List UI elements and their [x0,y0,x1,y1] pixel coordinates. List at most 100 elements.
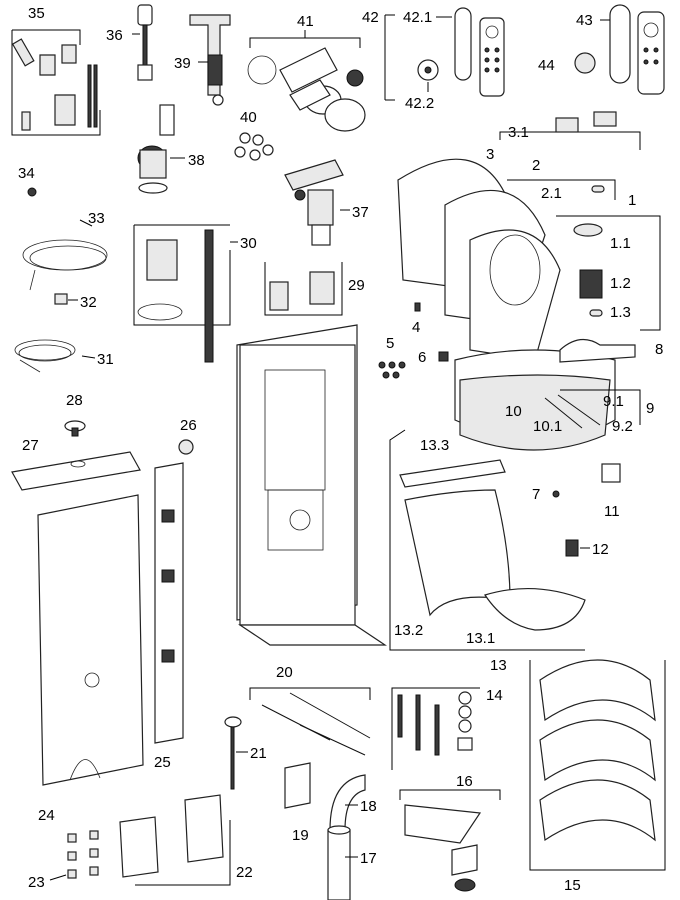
label-15: 15 [564,877,581,894]
label-8: 8 [655,341,663,358]
label-1: 1 [628,192,636,209]
label-13: 13 [490,657,507,674]
label-32: 32 [80,294,97,311]
part-41-connection-pipes [247,30,366,132]
label-31: 31 [97,351,114,368]
label-42-2: 42.2 [405,95,434,112]
part-1-1-cap [573,223,603,237]
part-38-flush-valve [137,104,175,194]
part-37-angle-valve [284,159,344,246]
part-20-threaded-rods [249,687,371,756]
label-40: 40 [240,109,257,126]
label-11: 11 [604,503,620,520]
part-19-bracket [284,762,311,809]
label-23: 23 [28,874,45,891]
label-5: 5 [386,335,394,352]
label-34: 34 [18,165,35,182]
label-18: 18 [360,798,377,815]
part-24-front-panel [37,494,144,786]
label-19: 19 [292,827,309,844]
part-13-cover-assembly [389,429,586,651]
label-4: 4 [412,319,420,336]
part-11-cube [601,463,621,483]
part-21-rod [224,716,242,790]
part-23-fasteners [67,830,99,879]
label-3: 3 [486,146,494,163]
part-35-connection-kit [11,29,101,136]
label-9-2: 9.2 [612,418,633,435]
part-30-electronics-kit [133,224,231,363]
label-25: 25 [154,754,171,771]
label-1-3: 1.3 [610,304,631,321]
label-28: 28 [66,392,83,409]
label-14: 14 [486,687,503,704]
label-36: 36 [106,27,123,44]
label-12: 12 [592,541,609,558]
label-21: 21 [250,745,267,762]
label-26: 26 [180,417,197,434]
label-9: 9 [646,400,654,417]
part-7-screw [552,490,560,498]
part-22-housing [119,794,231,886]
installation-frame [236,324,387,646]
part-2-1-buffer [591,185,605,193]
part-27-cover-plate [11,451,141,491]
label-13-2: 13.2 [394,622,423,639]
label-1-1: 1.1 [610,235,631,252]
label-20: 20 [276,664,293,681]
part-1-2-module [579,269,603,299]
label-37: 37 [352,204,369,221]
part-3-1-hinges [555,111,617,133]
part-25-side-strip [154,462,184,744]
label-2-1: 2.1 [541,185,562,202]
part-39-fill-valve [189,14,231,106]
part-29-brackets [264,262,343,316]
part-26-grommet [178,439,194,455]
toilet-seat-assembly [397,158,616,451]
part-15-side-covers [529,659,666,871]
label-13-3: 13.3 [420,437,449,454]
label-41: 41 [297,13,314,30]
label-10: 10 [505,403,522,420]
part-28-knob [64,420,86,437]
part-36-rod [137,4,153,81]
label-13-1: 13.1 [466,630,495,647]
part-12-valve [565,539,579,557]
part-9-10-nozzle [544,394,601,429]
part-18-elbow [329,774,366,831]
label-9-1: 9.1 [603,393,624,410]
part-43-44-remote-and-holder [574,4,665,95]
label-30: 30 [240,235,257,252]
part-4-pin [414,302,421,312]
part-14-hardware-set [391,687,480,770]
label-24: 24 [38,807,55,824]
part-8-bracket [559,339,636,363]
label-16: 16 [456,773,473,790]
label-2: 2 [532,157,540,174]
part-1-3-pin [589,309,603,317]
label-27: 27 [22,437,39,454]
label-35: 35 [28,5,45,22]
label-33: 33 [88,210,105,227]
label-22: 22 [236,864,253,881]
label-39: 39 [174,55,191,72]
label-10-1: 10.1 [533,418,562,435]
label-3-1: 3.1 [508,124,529,141]
label-42: 42 [362,9,379,26]
part-5-buffers [378,361,406,379]
label-6: 6 [418,349,426,366]
part-17-pipe [327,825,351,900]
label-43: 43 [576,12,593,29]
label-1-2: 1.2 [610,275,631,292]
label-42-1: 42.1 [403,9,432,26]
part-34-screw [27,187,37,197]
label-17: 17 [360,850,377,867]
label-7: 7 [532,486,540,503]
label-44: 44 [538,57,555,74]
part-33-cable [22,239,108,291]
part-16-cleaning-nozzle-set [399,789,501,892]
part-32-clip [54,293,68,305]
part-40-seals [234,132,274,161]
label-29: 29 [348,277,365,294]
